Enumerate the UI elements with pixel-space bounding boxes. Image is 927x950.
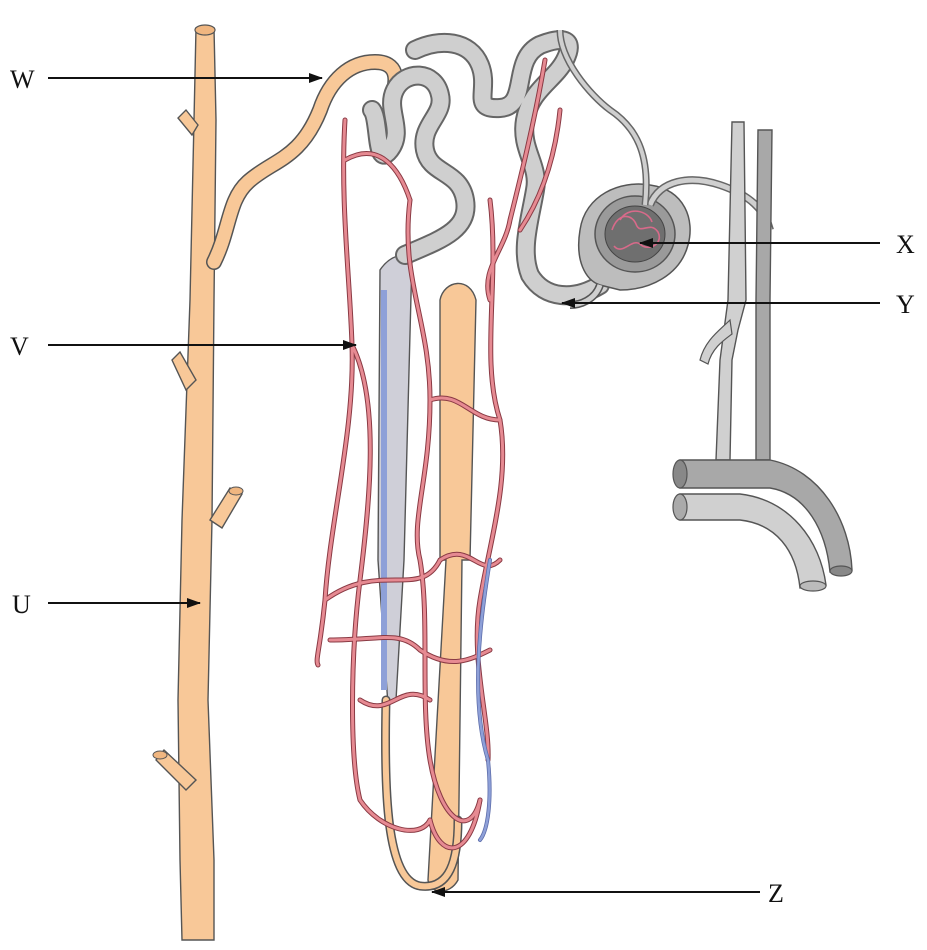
label-u: U [12,590,31,619]
label-x: X [896,230,915,259]
label-z: Z [768,879,784,908]
convoluted-tubules [372,40,600,295]
label-y: Y [896,290,915,319]
renal-vessels [673,122,852,591]
label-v: V [10,332,29,361]
label-w: W [10,65,35,94]
